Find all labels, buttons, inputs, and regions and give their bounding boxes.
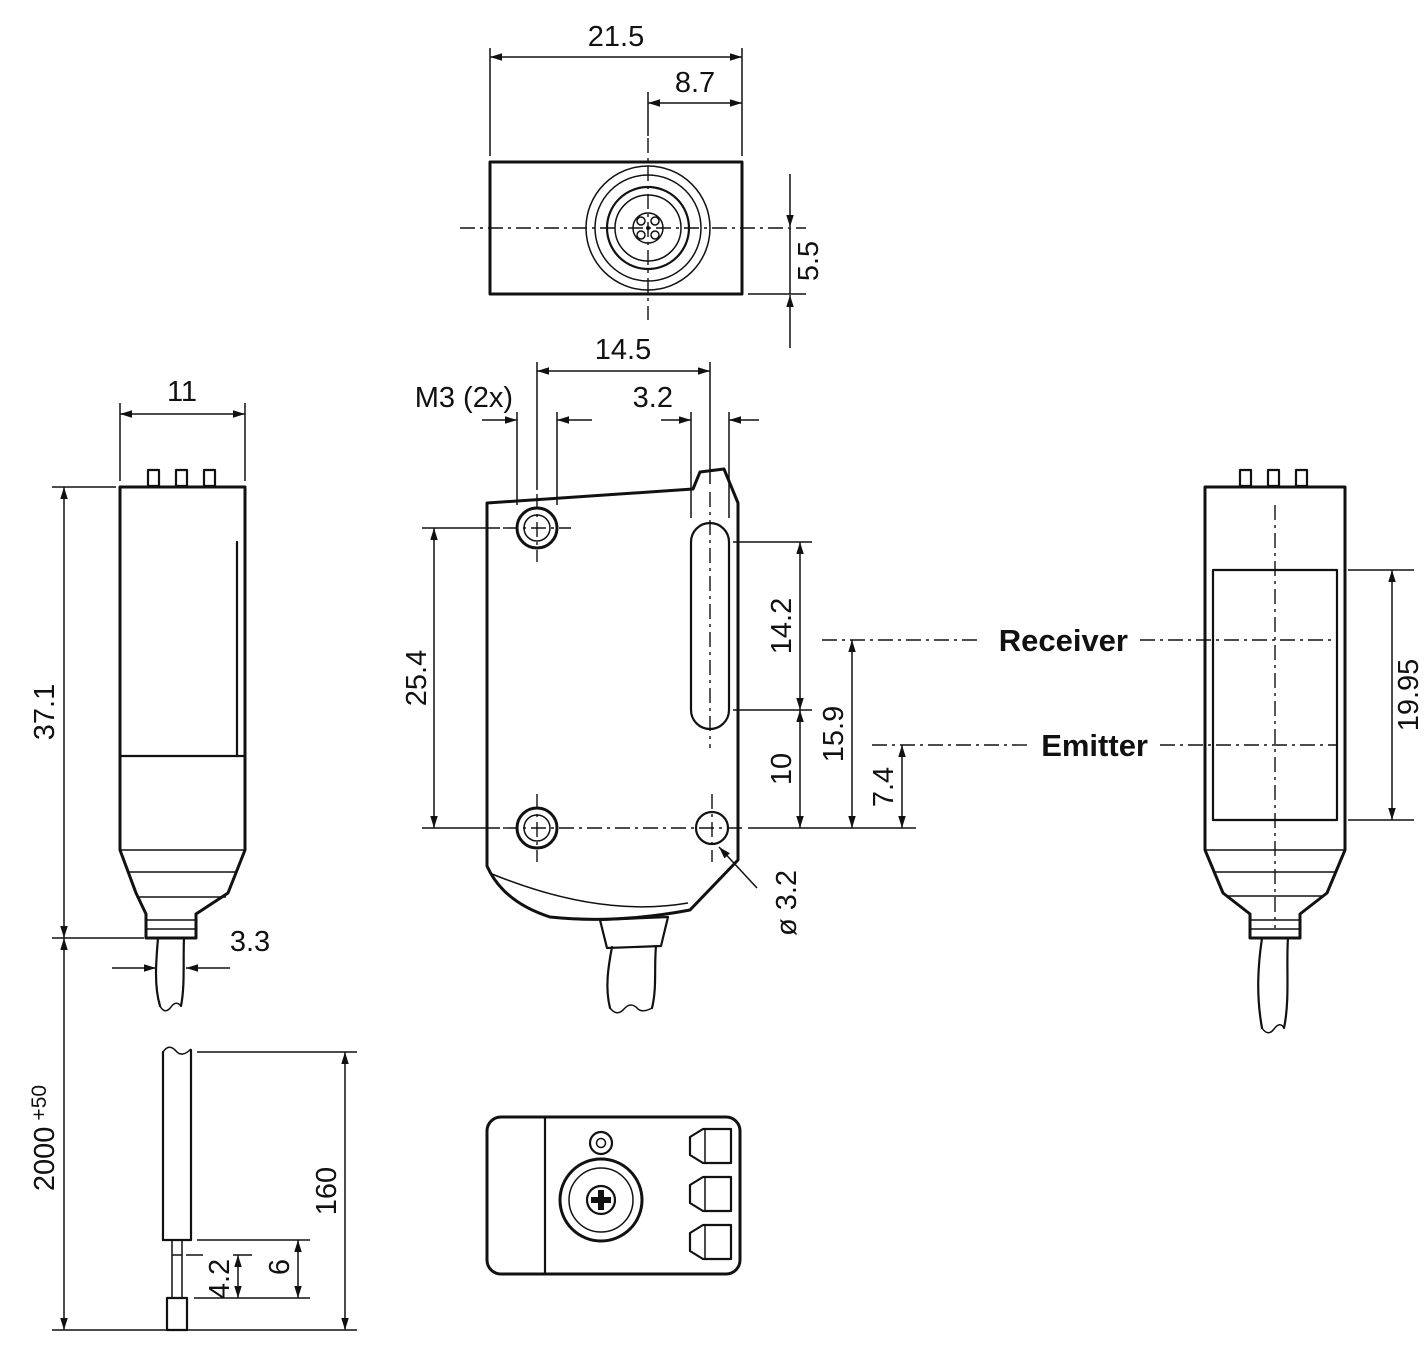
- dim-wire-length-label: 160: [311, 1167, 343, 1215]
- terminal-pin: [146, 468, 161, 488]
- leader-line: [718, 846, 758, 889]
- side-housing: [118, 485, 247, 940]
- dim-connector-offset-label: 8.7: [675, 67, 715, 99]
- terminal-pin: [174, 468, 189, 488]
- cable-edge: [179, 936, 186, 1008]
- dim-hole-spacing-vertical-label: 25.4: [401, 650, 433, 706]
- dim-receiver-offset-label: 15.9: [818, 706, 850, 762]
- bottom-view: [485, 1115, 742, 1276]
- front-housing: [485, 467, 740, 921]
- dim-body-width-label: 11: [167, 376, 197, 408]
- dim-cable-length-label: 2000 +50: [28, 1085, 61, 1191]
- potentiometer-outer: [558, 1157, 644, 1243]
- potentiometer-screw: [585, 1184, 617, 1216]
- top-view-dimensions: 21.5 8.7 5.5: [489, 21, 825, 348]
- dim-hole-diameter-label: ø 3.2: [771, 870, 803, 936]
- connector-pin: [650, 230, 660, 240]
- terminal-pin: [1266, 468, 1281, 488]
- dim-top-width-label: 21.5: [588, 21, 644, 53]
- led-outer: [588, 1130, 614, 1156]
- led-inner: [595, 1137, 607, 1149]
- dim-body-height-label: 37.1: [29, 684, 61, 740]
- cable-break: [162, 1046, 192, 1055]
- adjustment-potentiometer: [558, 1157, 644, 1243]
- cable-gland: [598, 915, 670, 950]
- cable-break: [1261, 1024, 1285, 1034]
- wire-tip: [165, 1296, 189, 1332]
- dim-window-height-label: 19.95: [1393, 659, 1425, 732]
- dim-tip-length-label: 4.2: [204, 1259, 236, 1299]
- side-housing: [1203, 485, 1347, 940]
- terminal-pin: [1238, 468, 1253, 488]
- dim-connector-height-label: 5.5: [793, 241, 825, 281]
- cable-length-value: 2000: [29, 1127, 61, 1192]
- wire-end: [171, 1239, 183, 1299]
- cable-edge: [650, 944, 658, 1010]
- mounting-hole-top: [503, 494, 571, 562]
- housing-seam: [491, 873, 689, 908]
- terminal-lug: [688, 1127, 733, 1165]
- cable-edge: [1282, 936, 1290, 1030]
- right-view-dimensions: 19.95: [1348, 569, 1425, 821]
- terminal-block: [688, 1127, 733, 1261]
- optical-axis-labels: Receiver Emitter: [822, 623, 1338, 763]
- dim-slot-width-label: 3.2: [633, 382, 673, 414]
- cable-edge: [606, 945, 614, 1010]
- cable-break: [159, 1002, 182, 1012]
- indicator-led: [588, 1130, 614, 1156]
- front-view-dimensions: 14.5 M3 (2x) 3.2 25.4 14.2 10 15.9: [401, 334, 916, 936]
- top-view: 21.5 8.7 5.5: [460, 21, 825, 348]
- terminal-pin: [1294, 468, 1309, 488]
- side-view-left: 11 37.1 3.3 2000 +50 160 4.2 6: [28, 376, 357, 1332]
- dim-emitter-offset-label: 7.4: [868, 767, 900, 807]
- terminal-pin: [202, 468, 217, 488]
- dim-tip-section-label: 6: [264, 1259, 296, 1275]
- connector-pin: [636, 230, 646, 240]
- thread-spec-label: M3 (2x): [415, 382, 513, 414]
- dim-cable-diameter-label: 3.3: [230, 926, 270, 958]
- terminal-lug: [688, 1223, 733, 1261]
- dim-hole-spacing-label: 14.5: [595, 334, 651, 366]
- emitter-label: Emitter: [1041, 728, 1148, 763]
- bottom-housing: [485, 1115, 742, 1276]
- dim-slot-length-label: 14.2: [766, 598, 798, 654]
- connector-pin: [650, 216, 660, 226]
- screw-slot-cross: [591, 1190, 611, 1210]
- potentiometer-ring: [568, 1167, 634, 1233]
- adjustment-slot: [689, 521, 731, 731]
- front-view: 14.5 M3 (2x) 3.2 25.4 14.2 10 15.9: [401, 334, 916, 1014]
- cable-break: [609, 1004, 653, 1014]
- dim-slot-to-hole-label: 10: [766, 753, 798, 785]
- receiver-label: Receiver: [999, 623, 1128, 658]
- connector-pin: [636, 216, 646, 226]
- side-view-dimensions: 11 37.1 3.3 2000 +50 160 4.2 6: [28, 376, 357, 1331]
- cable-length-tolerance: +50: [28, 1085, 51, 1121]
- side-view-right: 19.95: [1203, 468, 1425, 1034]
- terminal-lug: [688, 1175, 733, 1213]
- cable-edge: [154, 936, 162, 1008]
- cable-edge: [1257, 936, 1264, 1030]
- cable: [154, 936, 193, 1332]
